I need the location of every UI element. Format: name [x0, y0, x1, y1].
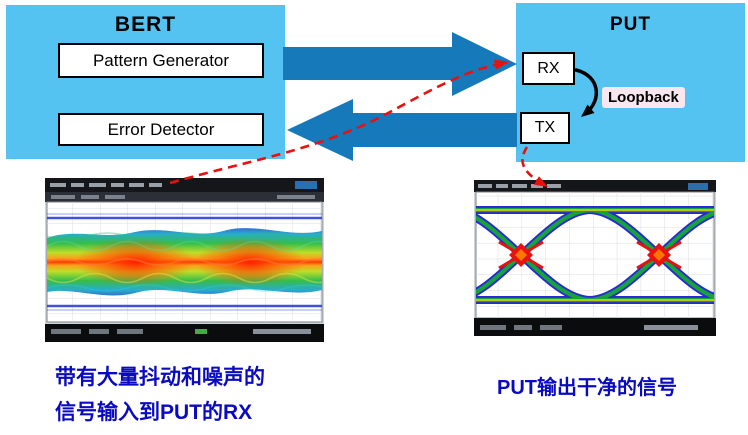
pattern-generator-box: Pattern Generator: [58, 43, 264, 78]
crossing-hotspots: [509, 243, 671, 267]
scope-plot: [46, 201, 323, 323]
pattern-generator-label: Pattern Generator: [92, 50, 230, 70]
scope-statusbar: [45, 324, 324, 342]
scope-statusbar: [474, 318, 716, 336]
noisy-signal-caption-line1: 带有大量抖动和噪声的: [55, 366, 265, 389]
rx-label: RX: [537, 59, 560, 77]
put-panel: PUT RX TX Loopback: [516, 3, 745, 162]
scope-plot: [475, 191, 715, 319]
noisy-signal-caption-line2: 信号输入到PUT的RX: [55, 401, 253, 424]
noisy-eye-image: [45, 178, 324, 342]
bert-title: BERT: [114, 13, 177, 36]
noisy-eye-scope-screenshot: [45, 178, 324, 342]
put-to-bert-arrow: [287, 99, 517, 161]
noisy-signal-arrowhead: [494, 59, 509, 70]
noisy-eye-band: [47, 213, 322, 311]
clean-eye-image: [474, 180, 716, 336]
bert-panel: BERT Pattern Generator Error Detector: [6, 5, 285, 159]
bert-to-put-arrow: [283, 32, 517, 96]
put-title: PUT: [610, 14, 651, 35]
error-detector-box: Error Detector: [58, 113, 264, 146]
scope-menubar: [45, 178, 324, 202]
error-detector-label: Error Detector: [107, 119, 215, 139]
tx-box: TX: [520, 112, 570, 144]
clean-eye-trace: [476, 206, 714, 304]
clean-signal-caption: PUT输出干净的信号: [497, 377, 677, 399]
scope-menubar: [474, 180, 716, 192]
tx-label: TX: [534, 119, 556, 136]
noisy-signal-caption: 带有大量抖动和噪声的 信号输入到PUT的RX: [55, 360, 265, 430]
loopback-label: Loopback: [602, 87, 685, 108]
clean-eye-scope-screenshot: [474, 180, 716, 336]
rx-box: RX: [522, 52, 575, 85]
